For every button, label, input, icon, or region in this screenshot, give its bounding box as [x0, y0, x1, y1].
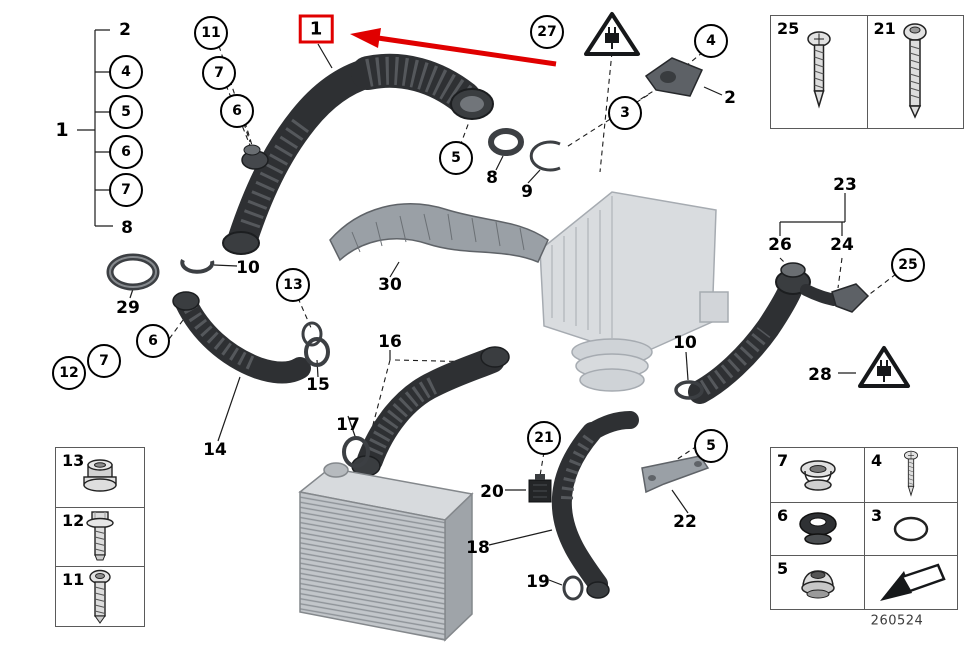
legend-cell-5[interactable]: 5	[771, 555, 864, 609]
callout-circled-6c[interactable]: 6	[136, 324, 170, 358]
legend-cell-arrow	[864, 555, 957, 609]
callout-circled-21[interactable]: 21	[527, 421, 561, 455]
callout-10[interactable]: 10	[236, 258, 260, 278]
cap-grommet-icon	[800, 569, 835, 599]
callout-circled-6b[interactable]: 6	[109, 135, 143, 169]
air-hose-14	[172, 291, 330, 384]
callout-8[interactable]: 8	[121, 218, 133, 238]
electrical-warning-triangle-right-icon	[858, 346, 910, 388]
legend-item-label[interactable]: 12	[62, 510, 85, 530]
torx-screw-icon	[89, 569, 111, 624]
callout-circled-27[interactable]: 27	[530, 15, 564, 49]
charge-air-duct-1	[222, 53, 494, 255]
callout-29[interactable]: 29	[116, 298, 140, 318]
callout-24[interactable]: 24	[830, 235, 854, 255]
o-ring-icon	[893, 516, 929, 542]
hex-nut-icon	[83, 459, 117, 493]
highlight-arrow-annotation	[350, 28, 557, 67]
legend-item-label[interactable]: 25	[777, 19, 800, 38]
callout-circled-7[interactable]: 7	[202, 56, 236, 90]
legend-cell-3[interactable]: 3	[864, 501, 957, 556]
callout-circled-12[interactable]: 12	[52, 356, 86, 390]
legend-cell-25[interactable]: 25	[771, 16, 868, 128]
callout-18[interactable]: 18	[466, 538, 490, 558]
callout-circled-13[interactable]: 13	[276, 268, 310, 302]
support-bracket-22	[641, 455, 710, 494]
callout-circled-6[interactable]: 6	[220, 94, 254, 128]
machine-screw-icon	[903, 23, 927, 119]
callout-circled-4[interactable]: 4	[109, 55, 143, 89]
legend-cell-6[interactable]: 6	[771, 501, 864, 556]
callout-circled-5[interactable]: 5	[109, 95, 143, 129]
sealing-rings-left	[106, 253, 215, 291]
callout-14[interactable]: 14	[203, 440, 227, 460]
callout-circled-3[interactable]: 3	[608, 96, 642, 130]
legend-item-label[interactable]: 7	[777, 451, 789, 470]
legend-cell-13[interactable]: 13	[56, 448, 144, 507]
callout-15[interactable]: 15	[306, 375, 330, 395]
callout-2b[interactable]: 2	[724, 88, 736, 108]
callout-26[interactable]: 26	[768, 235, 792, 255]
legend-cell-21[interactable]: 21	[868, 16, 964, 128]
legend-item-label[interactable]: 21	[873, 19, 896, 38]
callout-1-group[interactable]: 1	[55, 119, 69, 141]
hose-clamps-8-9	[488, 128, 561, 172]
legend-item-label[interactable]: 4	[871, 451, 883, 470]
callout-circled-11[interactable]: 11	[194, 16, 228, 50]
callout-10b[interactable]: 10	[673, 333, 697, 353]
legend-item-label[interactable]: 6	[777, 505, 789, 525]
legend-cell-11[interactable]: 11	[56, 566, 144, 626]
boost-sensor-top	[644, 57, 704, 97]
callout-22[interactable]: 22	[673, 512, 697, 532]
callout-17[interactable]: 17	[336, 415, 360, 435]
highlighted-callout-1[interactable]: 1	[298, 14, 334, 44]
grommet-icon	[799, 460, 836, 491]
legend-cell-4[interactable]: 4	[864, 448, 957, 502]
callout-19[interactable]: 19	[526, 572, 550, 592]
callout-9[interactable]: 9	[521, 182, 533, 202]
fastener-legend-top-right: 25 21	[770, 15, 964, 129]
intercooler	[298, 462, 474, 642]
intake-hose-right	[674, 262, 840, 404]
callout-23[interactable]: 23	[833, 175, 857, 195]
electrical-warning-triangle-top-icon	[584, 12, 640, 56]
callout-circled-5c[interactable]: 5	[694, 429, 728, 463]
boost-sensor-right	[831, 283, 870, 313]
direction-arrow-icon	[880, 563, 946, 601]
tapping-screw-icon	[904, 450, 918, 497]
callout-circled-4b[interactable]: 4	[694, 24, 728, 58]
leader-lines	[77, 29, 856, 586]
callout-circled-7c[interactable]: 7	[87, 344, 121, 378]
callout-20[interactable]: 20	[480, 482, 504, 502]
tapping-screw-icon	[807, 31, 831, 109]
flange-bolt-icon	[86, 511, 114, 561]
callout-16[interactable]: 16	[378, 332, 402, 352]
callout-circled-5b[interactable]: 5	[439, 141, 473, 175]
legend-cell-7[interactable]: 7	[771, 448, 864, 502]
legend-item-label[interactable]: 11	[62, 570, 85, 590]
fastener-legend-bottom-left: 13 12	[55, 447, 145, 627]
corrugated-hose-16	[342, 346, 510, 477]
callout-8b[interactable]: 8	[486, 168, 498, 188]
air-filter-housing	[539, 191, 729, 392]
callout-circled-25[interactable]: 25	[891, 248, 925, 282]
diagram-number: 260524	[870, 613, 924, 629]
rubber-grommet-icon	[798, 512, 837, 545]
valve-part-20	[528, 474, 552, 503]
legend-item-label[interactable]: 13	[62, 451, 85, 470]
callout-circled-7b[interactable]: 7	[109, 173, 143, 207]
callout-30[interactable]: 30	[378, 275, 402, 295]
legend-cell-12[interactable]: 12	[56, 506, 144, 567]
legend-item-label[interactable]: 5	[777, 559, 789, 579]
fastener-legend-bottom-right: 7 4 6	[770, 447, 958, 610]
callout-28[interactable]: 28	[808, 365, 832, 385]
callout-2[interactable]: 2	[119, 20, 131, 40]
air-hose-18	[551, 411, 639, 601]
legend-item-label[interactable]: 3	[871, 505, 883, 525]
intake-duct-30	[329, 203, 549, 263]
